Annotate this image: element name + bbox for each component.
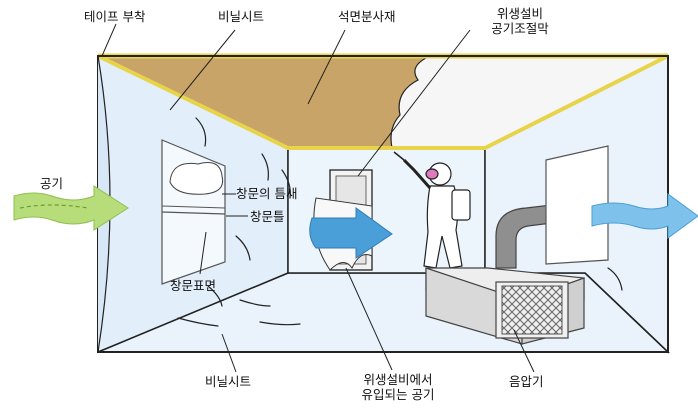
label-inflow-air-line2: 유입되는 공기	[361, 387, 435, 402]
label-hygiene-facility-line2: 공기조절막	[491, 21, 549, 36]
label-asbestos-spray: 석면분사재	[338, 9, 396, 24]
removed-ceiling-area	[390, 55, 669, 149]
tape-strip	[97, 54, 669, 150]
window-gap-blob	[169, 162, 224, 195]
label-vinyl-sheet-top: 비닐시트	[218, 9, 265, 24]
right-wall-panel	[545, 145, 609, 265]
label-hygiene-facility: 위생설비 공기조절막	[470, 6, 570, 36]
worker-in-protective-suit-icon	[393, 151, 471, 269]
label-negative-pressure-machine: 음압기	[509, 374, 544, 389]
air-exhaust-arrow	[591, 193, 698, 239]
label-window-gap: 창문의 틈새	[236, 186, 298, 201]
inflow-air-arrow	[309, 207, 393, 259]
label-inflow-air-line1: 위생설비에서	[363, 372, 433, 387]
label-vinyl-sheet-bottom: 비닐시트	[205, 374, 252, 389]
label-air-in: 공기	[40, 176, 64, 191]
label-window-frame: 창문틀	[250, 209, 285, 224]
negative-pressure-machine-icon	[425, 203, 585, 345]
label-hygiene-facility-line1: 위생설비	[496, 6, 543, 21]
leader-lines	[101, 23, 535, 373]
label-tape-attach: 테이프 부착	[84, 9, 146, 24]
label-window-surface: 창문표면	[170, 278, 217, 293]
air-inflow-arrow	[13, 185, 129, 231]
label-inflow-air: 위생설비에서 유입되는 공기	[348, 372, 448, 402]
